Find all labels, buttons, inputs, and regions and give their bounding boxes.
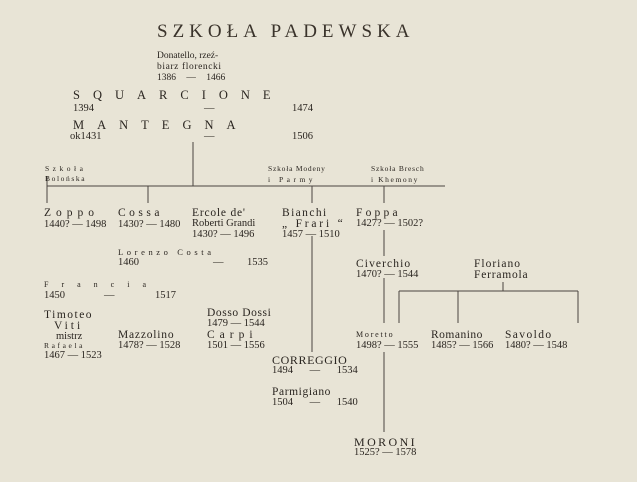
school-modena-line2: i Parmy [268,175,317,184]
timoteo-dates: 1467 — 1523 [44,350,102,361]
parmigiano-name: Parmigiano [272,386,332,398]
timoteo-line3: mistrz [56,331,83,342]
chart-title: SZKOŁA PADEWSKA [157,21,415,42]
francia-died: 1517 [155,290,176,301]
mantegna-died: 1506 [292,131,313,142]
foppa-name: Foppa [356,207,401,219]
moretto-name: Moretto [356,330,395,339]
squarcione-name: SQUARCIONE [73,88,284,102]
mantegna-name: MANTEGNA [73,118,249,132]
floriano-line1: Floriano [474,258,521,270]
zoppo-name: Zoppo [44,207,100,219]
bianchi-line1: Bianchi [282,207,328,219]
school-modena-line1: Szkoła Modeny [268,164,326,173]
mazzolino-dates: 1478? — 1528 [118,340,181,351]
costa-dash: — [213,257,224,268]
moroni-dates: 1525? — 1578 [354,447,417,458]
school-brescia-line1: Szkoła Bresch [371,164,425,173]
dosso-name: Dosso Dossi [207,307,272,319]
mantegna-dash: — [204,131,215,142]
ercole-line2: Roberti Grandi [192,218,256,229]
savoldo-dates: 1480? — 1548 [505,340,568,351]
ercole-dates: 1430? — 1496 [192,229,255,240]
moroni-name: MORONI [354,435,418,449]
cossa-dates: 1430? — 1480 [118,219,181,230]
savoldo-name: Savoldo [505,329,553,341]
civerchio-name: Civerchio [356,258,412,270]
mazzolino-name: Mazzolino [118,329,175,341]
foppa-dates: 1427? — 1502? [356,218,424,229]
costa-born: 1460 [118,257,139,268]
carpi-dates: 1501 — 1556 [207,340,265,351]
francia-dash: — [104,290,115,301]
timoteo-line1: Timoteo [44,309,94,321]
school-bologna-line1: Szkoła [45,164,87,173]
ercole-line1: Ercole de' [192,207,246,219]
zoppo-dates: 1440? — 1498 [44,219,107,230]
bianchi-line2: „ Frari “ [282,218,346,230]
carpi-name: Carpi [207,329,258,341]
romanino-dates: 1485? — 1566 [431,340,494,351]
cossa-name: Cossa [118,207,163,219]
squarcione-born: 1394 [73,103,94,114]
romanino-name: Romanino [431,329,483,341]
francia-born: 1450 [44,290,65,301]
correggio-name: CORREGGIO [272,353,348,367]
bianchi-dates: 1457 — 1510 [282,229,340,240]
squarcione-dash: — [204,103,215,114]
squarcione-died: 1474 [292,103,313,114]
donatello-line1: Donatello, rzeź- [157,51,219,61]
dosso-dates: 1479 — 1544 [207,318,265,329]
moretto-dates: 1498? — 1555 [356,340,419,351]
timoteo-line4: Rafaela [44,341,86,350]
francia-name: Francia [44,280,159,289]
civerchio-dates: 1470? — 1544 [356,269,419,280]
donatello-line2: biarz florencki [157,62,222,72]
correggio-dates: 1494 — 1534 [272,365,358,376]
timoteo-line2: Viti [54,320,84,332]
donatello-dates: 1386 — 1466 [157,73,226,83]
school-brescia-line2: i Khemony [371,175,419,184]
costa-died: 1535 [247,257,268,268]
costa-name: Lorenzo Costa [118,247,215,257]
floriano-line2: Ferramola [474,269,529,281]
school-bologna-line2: Bolońska [45,174,87,183]
parmigiano-dates: 1504 — 1540 [272,397,358,408]
mantegna-born: ok1431 [70,131,102,142]
